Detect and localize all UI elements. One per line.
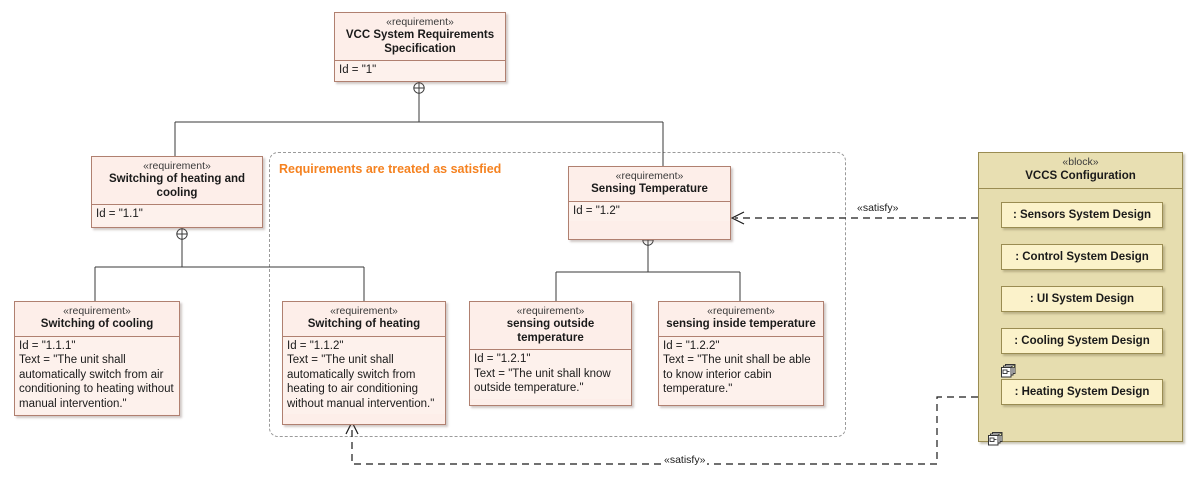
sub-diagram-icon[interactable]	[988, 431, 1003, 446]
satisfy-label-top: «satisfy»	[855, 202, 901, 214]
block-name: VCCS Configuration	[1025, 170, 1136, 182]
requirement-name: Switching of heating	[307, 318, 421, 330]
requirement-name: Switching of heating and cooling	[108, 173, 246, 199]
requirement-sensing-temperature[interactable]: «requirement» Sensing Temperature Id = "…	[568, 166, 731, 240]
stereotype-label: «requirement»	[707, 305, 775, 317]
block-body: : Sensors System Design : Control System…	[979, 189, 1182, 437]
requirement-switching-of-cooling[interactable]: «requirement» Switching of cooling Id = …	[14, 301, 180, 416]
requirement-header: «requirement» Sensing Temperature	[569, 167, 730, 202]
block-vccs-configuration[interactable]: «block» VCCS Configuration : Sensors Sys…	[978, 152, 1183, 442]
requirement-body: Id = "1.1.2" Text = "The unit shall auto…	[283, 336, 445, 415]
requirement-switching-of-heating[interactable]: «requirement» Switching of heating Id = …	[282, 301, 446, 425]
requirement-name: Sensing Temperature	[591, 183, 708, 195]
stereotype-label: «requirement»	[143, 160, 211, 172]
satisfy-label-bottom: «satisfy»	[662, 454, 708, 466]
requirement-sensing-outside-temperature[interactable]: «requirement» sensing outside temperatur…	[469, 301, 632, 406]
part-control-system-design[interactable]: : Control System Design	[1001, 244, 1163, 270]
stereotype-label: «requirement»	[330, 305, 398, 317]
requirement-vcc-system-requirements-specification[interactable]: «requirement» VCC System Requirements Sp…	[334, 12, 506, 82]
requirement-switching-of-heating-and-cooling[interactable]: «requirement» Switching of heating and c…	[91, 156, 263, 228]
region-note-label: Requirements are treated as satisfied	[279, 162, 502, 176]
requirement-body: Id = "1"	[335, 61, 505, 81]
requirement-name: sensing outside temperature	[506, 318, 595, 344]
stereotype-label: «block»	[1062, 156, 1099, 168]
requirement-header: «requirement» sensing outside temperatur…	[470, 302, 631, 350]
block-header: «block» VCCS Configuration	[979, 153, 1182, 189]
requirement-name: VCC System Requirements Specification	[345, 29, 495, 55]
requirement-body: Id = "1.2"	[569, 201, 730, 222]
part-cooling-system-design[interactable]: : Cooling System Design	[1001, 328, 1163, 354]
requirement-header: «requirement» Switching of heating	[283, 302, 445, 337]
requirement-sensing-inside-temperature[interactable]: «requirement» sensing inside temperature…	[658, 301, 824, 406]
part-sensors-system-design[interactable]: : Sensors System Design	[1001, 202, 1163, 228]
requirement-header: «requirement» Switching of heating and c…	[92, 157, 262, 205]
requirement-header: «requirement» Switching of cooling	[15, 302, 179, 337]
part-ui-system-design[interactable]: : UI System Design	[1001, 286, 1163, 312]
part-heating-system-design[interactable]: : Heating System Design	[1001, 379, 1163, 405]
requirement-header: «requirement» VCC System Requirements Sp…	[335, 13, 505, 61]
requirement-name: sensing inside temperature	[666, 318, 816, 330]
stereotype-label: «requirement»	[386, 16, 454, 28]
requirement-body: Id = "1.1.1" Text = "The unit shall auto…	[15, 336, 179, 415]
requirement-name: Switching of cooling	[40, 318, 154, 330]
requirement-body: Id = "1.2.1" Text = "The unit shall know…	[470, 350, 631, 399]
stereotype-label: «requirement»	[615, 170, 684, 182]
sub-diagram-icon[interactable]	[1001, 363, 1016, 378]
requirement-body: Id = "1.2.2" Text = "The unit shall be a…	[659, 336, 823, 400]
stereotype-label: «requirement»	[516, 305, 585, 317]
requirement-body: Id = "1.1"	[92, 205, 262, 225]
requirement-header: «requirement» sensing inside temperature	[659, 302, 823, 337]
stereotype-label: «requirement»	[63, 305, 131, 317]
